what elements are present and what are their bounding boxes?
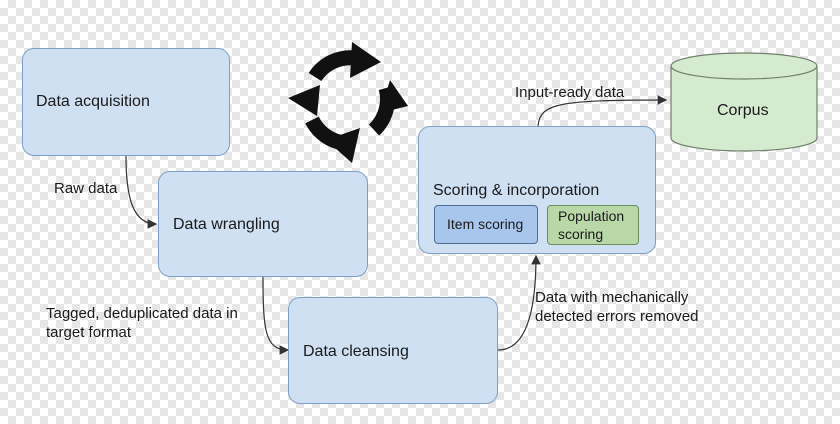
population-scoring-box: Population scoring bbox=[547, 205, 639, 245]
data-cleansing-label: Data cleansing bbox=[303, 343, 409, 360]
data-wrangling-label: Data wrangling bbox=[173, 216, 280, 233]
population-scoring-label-line2: scoring bbox=[558, 226, 604, 242]
data-acquisition-box: Data acquisition bbox=[22, 48, 230, 156]
edge-raw-data bbox=[125, 155, 158, 229]
input-ready-label: Input-ready data bbox=[515, 84, 625, 101]
mechanical-data-label-line1: Data with mechanically bbox=[535, 289, 689, 306]
tagged-data-label-line2: target format bbox=[46, 324, 132, 341]
data-cleansing-box: Data cleansing bbox=[288, 297, 498, 404]
data-acquisition-label: Data acquisition bbox=[36, 93, 150, 110]
raw-data-label: Raw data bbox=[54, 180, 118, 197]
item-scoring-box: Item scoring bbox=[434, 205, 538, 244]
data-wrangling-box: Data wrangling bbox=[158, 171, 368, 277]
scoring-incorporation-label: Scoring & incorporation bbox=[433, 182, 600, 199]
scoring-incorporation-box: Scoring & incorporation Item scoring Pop… bbox=[418, 126, 656, 254]
edge-tagged-data bbox=[262, 276, 290, 355]
population-scoring-label-line1: Population bbox=[558, 208, 625, 224]
mechanical-data-label-line2: detected errors removed bbox=[535, 308, 699, 325]
corpus-label: Corpus bbox=[717, 102, 769, 119]
item-scoring-label: Item scoring bbox=[447, 216, 524, 232]
tagged-data-label-line1: Tagged, deduplicated data in bbox=[46, 305, 238, 322]
edge-input-ready bbox=[537, 95, 668, 127]
edge-mechanical-data bbox=[497, 254, 541, 351]
